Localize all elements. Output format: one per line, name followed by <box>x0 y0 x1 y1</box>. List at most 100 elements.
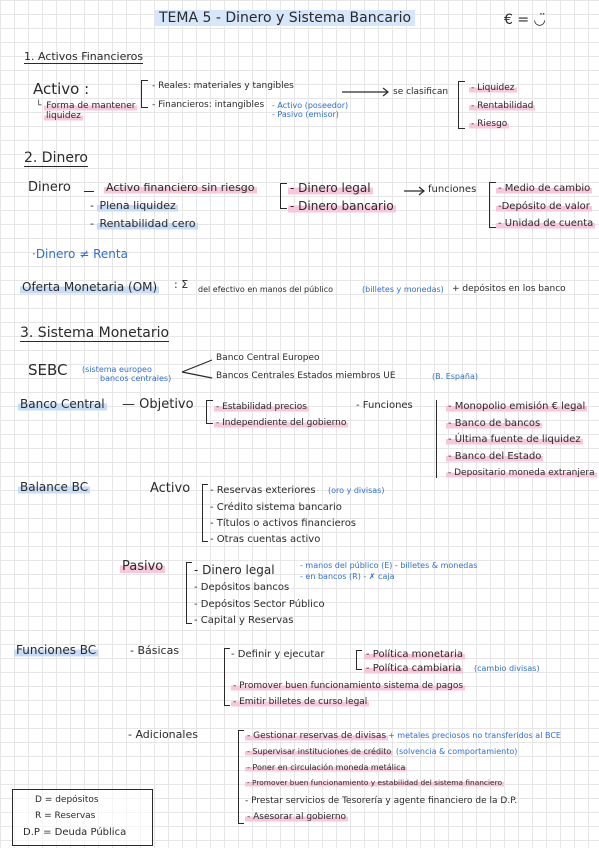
legend-depositos: D = depósitos <box>35 795 99 805</box>
pasivo-note-1: - manos del público (E) - billetes & mon… <box>300 561 478 570</box>
banco-bancos-text: - Banco de bancos <box>446 418 543 429</box>
adicional-poner-circulacion: - Poner en circulación moneda metálica <box>245 763 408 772</box>
section-3-heading: 3. Sistema Monetario <box>20 325 170 342</box>
dinero-bancario-item: - Dinero bancario <box>288 199 396 214</box>
credito-sistema-item: - Crédito sistema bancario <box>210 502 342 513</box>
depositario-text: - Depositario moneda extranjera <box>446 468 597 478</box>
rentabilidad-item-text: - Rentabilidad <box>469 101 536 111</box>
activo-financiero-text: Activo financiero sin riesgo <box>104 181 257 194</box>
definir-ejecutar-item: - Definir y ejecutar <box>231 649 325 660</box>
promover-sistema-pagos-item: - Promover buen funcionamiento sistema d… <box>231 681 466 691</box>
reales-item: - Reales: materiales y tangibles <box>152 81 294 91</box>
cambio-divisas-note: (cambio divisas) <box>474 664 540 673</box>
politica-cambiaria-text: - Política cambiaria <box>364 663 464 674</box>
plena-liquidez-text: Plena liquidez <box>97 199 178 212</box>
pasivo-bc-text: Pasivo <box>120 559 166 574</box>
monopolio-text: - Monopolio emisión € legal <box>446 401 588 412</box>
emitir-billetes-text: - Emitir billetes de curso legal <box>231 697 370 707</box>
oferta-def-2: + depósitos en los banco <box>452 284 566 294</box>
estabilidad-item: - Estabilidad precios <box>214 402 309 412</box>
emitir-billetes-item: - Emitir billetes de curso legal <box>231 697 370 707</box>
adicionales-bracket <box>238 730 244 824</box>
ultima-fuente-text: - Última fuente de liquidez <box>446 434 583 445</box>
supervisar-text: - Supervisar instituciones de crédito <box>245 747 394 756</box>
page-title: TEMA 5 - Dinero y Sistema Bancario <box>155 10 416 27</box>
section-3-heading-text: 3. Sistema Monetario <box>20 325 170 342</box>
deposito-valor-text: -Depósito de valor <box>496 201 592 212</box>
funciones-bc-vline <box>436 400 437 478</box>
dinero-label: Dinero <box>28 180 71 195</box>
se-clasifican-arrow <box>342 87 389 97</box>
riesgo-item-text: - Riesgo <box>469 119 510 129</box>
liquidez-item: - Liquidez <box>469 83 517 93</box>
medio-cambio-text: - Medio de cambio <box>496 183 593 194</box>
banco-central-label: Banco Central <box>18 397 107 412</box>
banco-central-text: Banco Central <box>18 397 107 411</box>
activo-bracket <box>141 80 148 108</box>
dinero-types-bracket <box>280 183 287 209</box>
adicional-promover-estabilidad: - Promover buen funcionamiento y estabil… <box>245 778 504 788</box>
pasivo-dinero-legal: - Dinero legal <box>194 563 275 577</box>
section-1-heading-text: 1. Activos Financieros <box>24 50 144 64</box>
se-clasifican-label: se clasifican <box>393 87 449 97</box>
metales-note: + metales preciosos no transferidos al B… <box>388 731 561 740</box>
pasivo-bc-label: Pasivo <box>120 559 166 575</box>
funciones-arrow <box>404 186 425 196</box>
section-2-heading-text: 2. Dinero <box>24 150 88 167</box>
deposito-valor-item: -Depósito de valor <box>496 201 592 213</box>
bespana-note: (B. España) <box>432 372 478 381</box>
dinero-legal-item: - Dinero legal <box>288 181 373 196</box>
funciones-label: funciones <box>428 184 477 195</box>
forma-mantener-line1: └ Forma de mantener <box>36 101 138 111</box>
solvencia-note: (solvencia & comportamiento) <box>395 747 518 756</box>
title-text: TEMA 5 - Dinero y Sistema Bancario <box>159 10 412 26</box>
gestionar-text: - Gestionar reservas de divisas <box>245 731 389 741</box>
rentabilidad-item: - Rentabilidad <box>469 101 536 111</box>
pasivo-note-2: - en bancos (R) - ✗ caja <box>300 572 395 581</box>
bancos-centrales-item: Bancos Centrales Estados miembros UE <box>216 371 396 381</box>
adicionales-label: - Adicionales <box>128 728 198 741</box>
financieros-item: - Financieros: intangibles <box>152 100 265 110</box>
asesorar-text: - Asesorar al gobierno <box>245 812 349 822</box>
unidad-cuenta-item: - Unidad de cuenta <box>496 218 596 230</box>
politica-monetaria-text: - Política monetaria <box>364 649 466 660</box>
section-1-heading: 1. Activos Financieros <box>24 50 144 64</box>
oro-divisas-note: (oro y divisas) <box>328 486 385 495</box>
activo-financiero-item: Activo financiero sin riesgo <box>104 181 257 195</box>
legend-reservas: R = Reservas <box>35 811 96 821</box>
funcion-banco-bancos: - Banco de bancos <box>446 418 543 430</box>
funciones-bc-label-small: - Funciones <box>356 400 413 411</box>
depositos-bancos-item: - Depósitos bancos <box>194 582 290 593</box>
funciones-bc-text: Funciones BC <box>14 643 99 657</box>
politica-cambiaria-item: - Política cambiaria <box>364 663 464 675</box>
unidad-cuenta-text: - Unidad de cuenta <box>496 218 596 229</box>
oferta-def-1: del efectivo en manos del público <box>198 285 333 294</box>
balance-bc-text: Balance BC <box>18 480 91 494</box>
bce-item: Banco Central Europeo <box>216 353 320 363</box>
sebc-branch-lines <box>181 359 213 379</box>
independiente-item: - Independiente del gobierno <box>214 418 349 428</box>
plena-liquidez-item: - Plena liquidez <box>90 199 178 212</box>
forma-mantener-line2: liquidez <box>44 111 83 121</box>
estabilidad-text: - Estabilidad precios <box>214 402 309 412</box>
oferta-paren: (billetes y monedas) <box>362 285 444 294</box>
sebc-label: SEBC <box>28 361 68 379</box>
politica-monetaria-item: - Política monetaria <box>364 649 466 661</box>
dinero-dash <box>84 191 94 192</box>
banco-estado-text: - Banco del Estado <box>446 451 544 462</box>
adicional-asesorar: - Asesorar al gobierno <box>245 812 349 822</box>
activo-bc-label: Activo <box>150 481 191 496</box>
activo-bc-bracket <box>202 484 208 542</box>
liquidez-text: liquidez <box>44 111 83 121</box>
promover-estabilidad-text: - Promover buen funcionamiento y estabil… <box>245 778 504 787</box>
funciones-bc-label: Funciones BC <box>14 643 99 658</box>
rentabilidad-cero-item: - Rentabilidad cero <box>90 217 198 230</box>
independiente-text: - Independiente del gobierno <box>214 418 349 428</box>
clasifican-bracket <box>458 81 465 129</box>
abbreviations-legend: D = depósitos R = Reservas D.P = Deuda P… <box>12 789 153 846</box>
activo-poseedor-note: - Activo (poseedor) <box>272 101 349 110</box>
pasivo-emisor-note: - Pasivo (emisor) <box>272 110 339 119</box>
objetivo-label: — Objetivo <box>122 397 194 412</box>
liquidez-item-text: - Liquidez <box>469 83 517 93</box>
dinero-bancario-text: - Dinero bancario <box>288 199 396 213</box>
